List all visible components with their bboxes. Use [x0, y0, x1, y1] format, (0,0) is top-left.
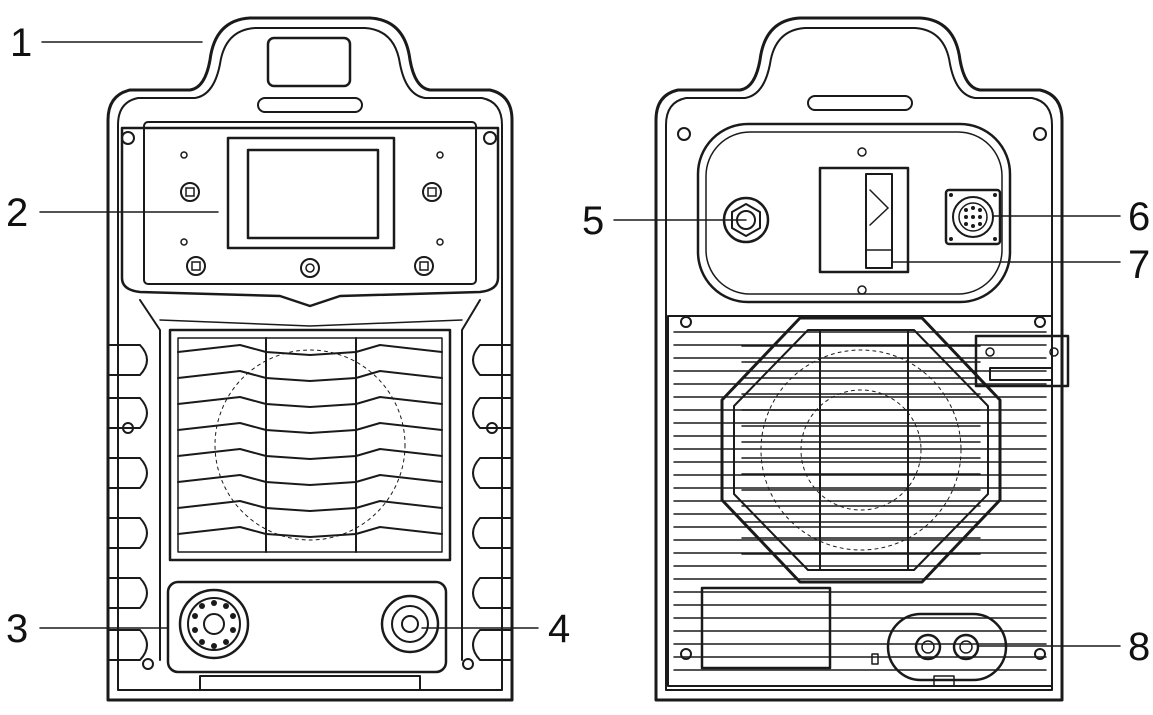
- front-housing-inner: [117, 27, 503, 691]
- front-view: [106, 16, 514, 702]
- callout-label-4: 4: [548, 607, 570, 651]
- rear-louvre-panel: [667, 315, 1053, 687]
- rear-label-plate: [700, 586, 832, 670]
- front-seam: [159, 319, 463, 327]
- rear-upper-panel-inner: [705, 131, 1003, 295]
- callout-4: 4: [421, 607, 570, 651]
- lcd-bezel: [226, 136, 396, 250]
- front-connector-panel: [166, 580, 448, 674]
- callout-label-3: 3: [6, 607, 28, 651]
- rear-housing-inner: [665, 27, 1053, 691]
- callout-2: 2: [6, 191, 219, 235]
- callout-label-6: 6: [1128, 195, 1150, 239]
- power-switch: [818, 147, 910, 295]
- front-base-foot: [199, 675, 421, 691]
- rating-plate-bracket: [974, 334, 1070, 388]
- callout-6: 6: [992, 195, 1150, 239]
- panel-screws: [121, 131, 497, 278]
- lcd-screen: [246, 148, 380, 240]
- remote-control-socket: [944, 188, 1002, 246]
- rear-housing: [654, 16, 1064, 702]
- callout-label-2: 2: [6, 191, 28, 235]
- callout-label-1: 1: [10, 21, 32, 65]
- rating-plate-slot: [989, 367, 1053, 381]
- callout-3: 3: [6, 607, 169, 651]
- callout-7: 7: [891, 243, 1150, 287]
- rear-louvres: [673, 331, 1047, 671]
- rear-gas-outlets: [886, 612, 1008, 687]
- callout-label-8: 8: [1128, 625, 1150, 669]
- carry-handle-slot: [266, 36, 352, 88]
- callout-1: 1: [10, 21, 203, 65]
- callout-8: 8: [977, 625, 1150, 669]
- rear-small-indicator: [871, 653, 879, 665]
- callout-label-5: 5: [582, 199, 604, 243]
- control-socket: [178, 588, 250, 660]
- front-side-grips: [107, 344, 513, 661]
- control-panel: [143, 121, 477, 285]
- front-housing: [106, 16, 514, 702]
- front-top-vent: [257, 97, 363, 113]
- rear-top-vent: [807, 95, 913, 111]
- callout-5: 5: [582, 199, 747, 243]
- front-right-rail: [461, 299, 481, 661]
- rear-upper-panel: [696, 122, 1012, 304]
- front-vent-grille: [168, 328, 452, 562]
- rear-fan-guard: [720, 316, 1002, 584]
- control-panel-frame: [120, 126, 500, 308]
- callout-label-7: 7: [1128, 243, 1150, 287]
- output-terminal: [380, 594, 440, 654]
- front-left-rail: [139, 299, 161, 661]
- rear-view: [654, 16, 1070, 702]
